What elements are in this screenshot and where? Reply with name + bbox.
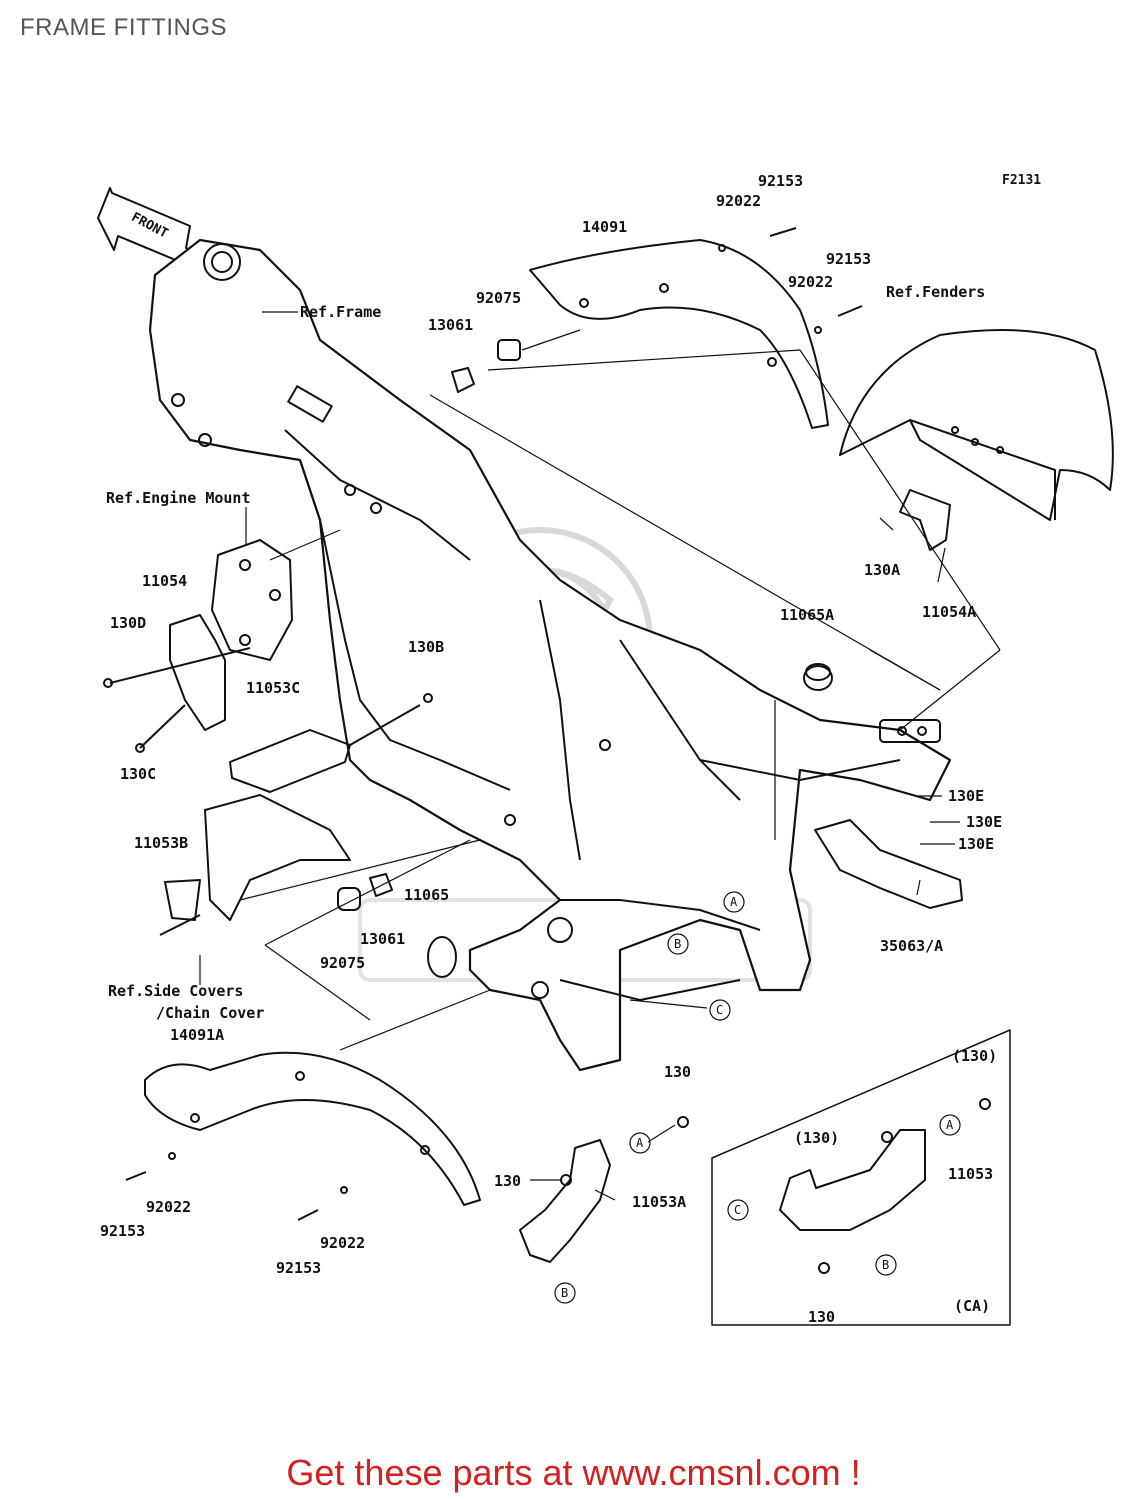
ref-chain-cover: /Chain Cover xyxy=(156,1004,264,1022)
label-92153-bm: 92153 xyxy=(276,1259,321,1277)
promo-banner[interactable]: Get these parts at www.cmsnl.com ! xyxy=(286,1452,861,1493)
grommet-13061-low xyxy=(369,873,393,897)
svg-text:A: A xyxy=(946,1118,954,1132)
bracket-11054 xyxy=(103,614,251,753)
svg-text:C: C xyxy=(734,1203,741,1217)
label-130-a: 130 xyxy=(664,1063,691,1081)
label-130e-1: 130E xyxy=(948,787,984,805)
label-14091: 14091 xyxy=(582,218,627,236)
label-35063a: 35063/A xyxy=(880,937,943,955)
svg-text:A: A xyxy=(730,895,738,909)
label-130e-3: 130E xyxy=(958,835,994,853)
bolt-92153-top xyxy=(769,227,797,237)
label-13061-top: 13061 xyxy=(428,316,473,334)
label-11065a: 11065A xyxy=(780,606,834,624)
page-title: FRAME FITTINGS xyxy=(20,14,227,41)
label-13061-low: 13061 xyxy=(360,930,405,948)
rubber-damper-92075-low xyxy=(337,887,361,911)
bracket-11053a xyxy=(519,1116,689,1263)
label-92153-mid: 92153 xyxy=(826,250,871,268)
label-11053b: 11053B xyxy=(134,834,188,852)
label-11054a: 11054A xyxy=(922,603,976,621)
label-92022-top: 92022 xyxy=(716,192,761,210)
label-130d: 130D xyxy=(110,614,146,632)
label-14091a: 14091A xyxy=(170,1026,224,1044)
bracket-11053b xyxy=(159,794,351,936)
washer-92022-mid xyxy=(814,326,822,334)
part-labels: F2131 92153 92022 14091 92153 92022 Ref.… xyxy=(100,172,1041,1326)
label-130c: 130C xyxy=(120,765,156,783)
ref-side-covers: Ref.Side Covers xyxy=(108,982,243,1000)
label-92022-mid: 92022 xyxy=(788,273,833,291)
label-130-b: 130 xyxy=(494,1172,521,1190)
ref-engine-mount: Ref.Engine Mount xyxy=(106,489,251,507)
label-130-ca: 130 xyxy=(808,1308,835,1326)
label-92153-top: 92153 xyxy=(758,172,803,190)
label-92022-bl: 92022 xyxy=(146,1198,191,1216)
fender-rail-14091a xyxy=(144,1051,481,1206)
callout-a-2: A xyxy=(629,1132,651,1154)
engine-mount-plate xyxy=(211,539,293,661)
ca-inset xyxy=(711,1029,1011,1326)
grommet-13061-top xyxy=(451,367,475,393)
label-130-paren-2: (130) xyxy=(794,1129,839,1147)
fender-rail-14091 xyxy=(529,239,829,429)
rubber-damper-92075-top xyxy=(497,339,521,361)
leader-lines xyxy=(199,311,1001,1201)
label-130-paren-1: (130) xyxy=(952,1047,997,1065)
label-92075-top: 92075 xyxy=(476,289,521,307)
bracket-11053c xyxy=(229,693,433,793)
label-11053a: 11053A xyxy=(632,1193,686,1211)
svg-text:B: B xyxy=(882,1258,889,1272)
label-11053c: 11053C xyxy=(246,679,300,697)
callout-b-1: B xyxy=(667,933,689,955)
label-11053: 11053 xyxy=(948,1165,993,1183)
bracket-11054a xyxy=(899,489,951,551)
svg-text:C: C xyxy=(716,1003,723,1017)
ref-frame: Ref.Frame xyxy=(300,303,381,321)
main-frame xyxy=(148,238,952,1072)
svg-text:B: B xyxy=(561,1286,568,1300)
svg-text:B: B xyxy=(674,937,681,951)
label-11065: 11065 xyxy=(404,886,449,904)
label-ca: (CA) xyxy=(954,1297,990,1315)
callout-a-3: A xyxy=(939,1114,961,1136)
callout-c-1: C xyxy=(709,999,731,1021)
label-130e-2: 130E xyxy=(966,813,1002,831)
label-130a: 130A xyxy=(864,561,900,579)
callout-b-2: B xyxy=(554,1282,576,1304)
label-11054: 11054 xyxy=(142,572,187,590)
bolt-92153-mid xyxy=(837,305,863,317)
label-130b: 130B xyxy=(408,638,444,656)
callout-c-2: C xyxy=(727,1199,749,1221)
bracket-35063a xyxy=(814,819,963,909)
ref-fenders: Ref.Fenders xyxy=(886,283,985,301)
washer-92022-top xyxy=(718,244,726,252)
callout-b-3: B xyxy=(875,1254,897,1276)
label-92075-low: 92075 xyxy=(320,954,365,972)
label-92153-bl: 92153 xyxy=(100,1222,145,1240)
callout-a-1: A xyxy=(723,891,745,913)
rear-fender xyxy=(839,329,1114,521)
svg-text:A: A xyxy=(636,1136,644,1150)
cap-11065a xyxy=(803,663,833,691)
ring-11065 xyxy=(427,936,457,978)
lower-fasteners xyxy=(125,1152,348,1221)
figure-code: F2131 xyxy=(1002,173,1041,188)
label-92022-bm: 92022 xyxy=(320,1234,365,1252)
